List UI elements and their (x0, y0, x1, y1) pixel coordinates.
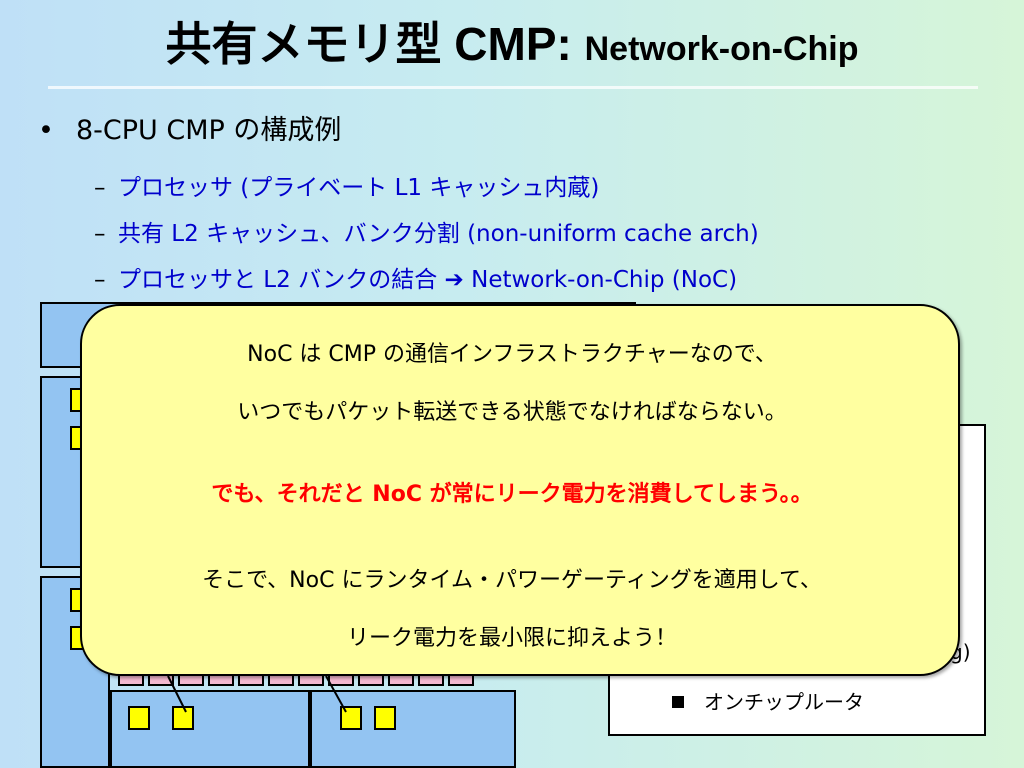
arrow-right-icon: ➔ (444, 267, 464, 293)
bullet-text: 8-CPU CMP の構成例 (76, 115, 342, 146)
title-divider (48, 86, 978, 89)
title-sub: Network-on-Chip (584, 30, 859, 68)
callout-highlight-line: でも、それだと NoC が常にリーク電力を消費してしまう。。 (211, 482, 813, 507)
callout-line: いつでもパケット転送できる状態でなければならない。 (237, 400, 787, 425)
bullet-dot: • (38, 115, 54, 146)
legend-item-router: オンチップルータ (672, 686, 864, 715)
sub-item-processor: –プロセッサ (プライベート L1 キャッシュ内蔵) (94, 168, 599, 202)
slide-title: 共有メモリ型 CMP: Network-on-Chip (0, 8, 1024, 74)
processor-core (374, 706, 396, 730)
callout-line: そこで、NoC にランタイム・パワーゲーティングを適用して、 (202, 568, 822, 593)
sub-item-l2-cache: –共有 L2 キャッシュ、バンク分割 (non-uniform cache ar… (94, 214, 759, 248)
title-main: 共有メモリ型 CMP: (165, 18, 585, 70)
connection-line (325, 675, 347, 713)
callout-line: リーク電力を最小限に抑えよう！ (346, 626, 677, 651)
sub-item-text: プロセッサ (プライベート L1 キャッシュ内蔵) (118, 175, 600, 201)
legend-item-label: オンチップルータ (704, 690, 864, 714)
processor-core (128, 706, 150, 730)
sub-item-text: 共有 L2 キャッシュ、バンク分割 (non-uniform cache arc… (118, 221, 759, 247)
square-icon (672, 696, 684, 708)
sub-item-dash: – (94, 175, 106, 201)
connection-line (167, 675, 187, 713)
sub-item-dash: – (94, 267, 106, 293)
diagram-tile (110, 690, 310, 768)
sub-item-text: プロセッサと L2 バンクの結合 (118, 267, 445, 293)
sub-item-noc: –プロセッサと L2 バンクの結合 ➔ Network-on-Chip (NoC… (94, 260, 737, 294)
callout-box (80, 304, 960, 676)
callout-line: NoC は CMP の通信インフラストラクチャーなので、 (247, 342, 777, 367)
sub-item-dash: – (94, 221, 106, 247)
sub-item-text: Network-on-Chip (NoC) (463, 267, 738, 293)
bullet-item: • 8-CPU CMP の構成例 (38, 108, 341, 147)
